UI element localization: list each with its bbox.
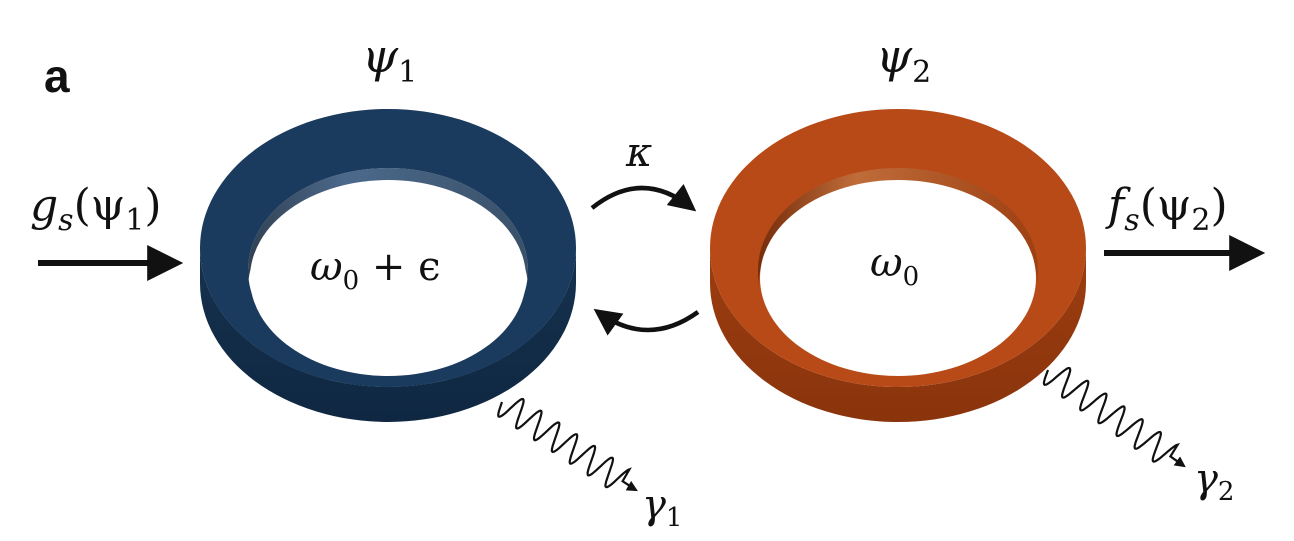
right-ring-side [710,248,1086,422]
coupling-arrow-forward [590,183,697,212]
right-ring-hole [760,180,1036,376]
coupling-arrow-backward [593,308,700,336]
left-ring-hole [250,180,526,376]
input-label: gs(ψ1) [30,180,162,238]
left-ring-resonator [199,108,576,422]
left-ring-side [200,248,576,422]
left-frequency-label: ω0 + ϵ [310,244,441,296]
coupling-label: κ [625,130,652,176]
panel-label: a [44,50,70,102]
left-loss-wave [497,397,638,492]
right-mode-label: ψ2 [876,29,931,90]
right-ring-resonator [710,109,1086,422]
left-mode-label: ψ1 [362,29,417,90]
right-frequency-label: ω0 [870,240,919,292]
output-label: fs(ψ2) [1105,180,1228,238]
right-loss-label: γ2 [1194,456,1234,507]
left-loss-label: γ1 [642,482,682,533]
right-loss-wave [1042,366,1186,468]
